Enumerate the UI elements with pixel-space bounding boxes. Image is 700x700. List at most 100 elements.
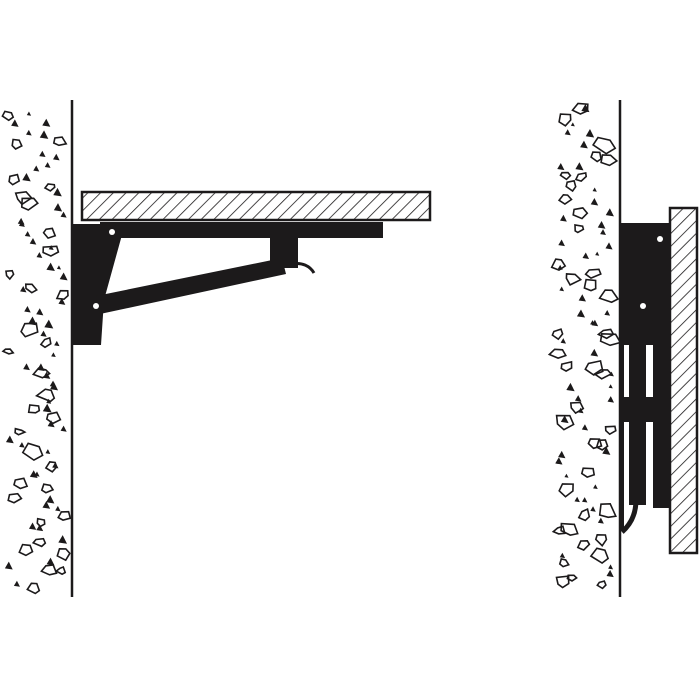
aggregate-stone	[55, 289, 69, 301]
aggregate-chip	[17, 217, 25, 225]
aggregate-chip	[46, 262, 55, 272]
aggregate-chip	[575, 162, 584, 171]
aggregate-chip	[48, 245, 54, 251]
aggregate-chip	[55, 505, 61, 512]
aggregate-chip	[20, 285, 27, 293]
aggregate-chip	[60, 425, 67, 432]
aggregate-stone	[57, 510, 72, 521]
aggregate-chip	[33, 165, 40, 172]
aggregate-chip	[50, 382, 59, 391]
aggregate-stone	[587, 438, 603, 450]
aggregate-chip	[47, 420, 55, 428]
aggregate-chip	[590, 320, 596, 326]
aggregate-chip	[605, 208, 614, 217]
rivet	[109, 229, 115, 235]
aggregate-stone	[595, 439, 609, 451]
aggregate-stone	[14, 427, 27, 436]
aggregate-chip	[600, 229, 606, 236]
aggregate-stone	[52, 136, 68, 147]
aggregate-chip	[560, 214, 567, 222]
aggregate-stone	[580, 467, 596, 478]
aggregate-chip	[574, 496, 580, 503]
diagonal-strut	[96, 258, 286, 314]
aggregate-chip	[595, 251, 600, 256]
aggregate-stone	[584, 268, 602, 280]
aggregate-stone	[560, 360, 573, 373]
aggregate-chip	[605, 242, 613, 250]
aggregate-chip	[590, 506, 596, 512]
support-block	[620, 397, 670, 422]
aggregate-stone	[577, 507, 591, 522]
aggregate-stone	[558, 483, 574, 498]
aggregate-chip	[56, 265, 62, 270]
aggregate-stone	[574, 172, 588, 182]
aggregate-stone	[604, 425, 617, 436]
aggregate-stone	[39, 336, 52, 349]
aggregate-stone	[565, 179, 577, 193]
aggregate-chip	[44, 319, 54, 329]
aggregate-stone	[558, 113, 572, 127]
aggregate-chip	[570, 122, 575, 127]
aggregate-chip	[564, 473, 569, 478]
folded-bracket-view	[547, 100, 699, 597]
aggregate-stone	[7, 492, 23, 504]
aggregate-stone	[20, 197, 39, 211]
aggregate-chip	[36, 524, 44, 532]
aggregate-stone	[565, 273, 583, 286]
aggregate-chip	[558, 450, 566, 459]
aggregate-stone	[555, 414, 575, 431]
aggregate-chip	[58, 297, 66, 305]
aggregate-chip	[602, 446, 611, 455]
aggregate-chip	[604, 310, 611, 316]
aggregate-stone	[11, 138, 23, 150]
aggregate-chip	[34, 471, 40, 477]
aggregate-stone	[574, 224, 585, 234]
aggregate-chip	[608, 564, 614, 570]
aggregate-stone	[598, 502, 617, 519]
aggregate-chip	[5, 435, 14, 444]
aggregate-chip	[46, 557, 55, 566]
aggregate-stone	[56, 547, 71, 562]
aggregate-stone	[44, 461, 58, 473]
aggregate-chip	[58, 535, 68, 544]
aggregate-stone	[26, 582, 41, 595]
aggregate-stone	[550, 258, 567, 271]
aggregate-chip	[24, 231, 31, 237]
aggregate-stone	[21, 442, 44, 462]
aggregate-stone	[27, 404, 41, 414]
aggregate-chip	[42, 403, 52, 413]
aggregate-stone	[600, 154, 619, 167]
rivet	[640, 303, 646, 309]
aggregate-stone	[18, 543, 34, 557]
aggregate-stone	[24, 283, 38, 294]
aggregate-stone	[5, 269, 15, 281]
aggregate-stone	[599, 332, 622, 347]
aggregate-chip	[577, 407, 584, 414]
aggregate-chip	[19, 442, 25, 448]
aggregate-chip	[582, 497, 588, 503]
aggregate-chip	[13, 580, 20, 587]
aggregate-chip	[581, 424, 589, 431]
aggregate-stone	[558, 558, 570, 568]
aggregate-chip	[42, 501, 51, 509]
aggregate-stone	[598, 289, 620, 304]
aggregate-stone	[54, 565, 67, 576]
aggregate-chip	[559, 552, 566, 559]
aggregate-stone	[551, 328, 564, 341]
release-lever	[620, 499, 639, 534]
aggregate-stone	[569, 401, 585, 415]
aggregate-chip	[607, 396, 615, 403]
lever-tip	[646, 300, 653, 340]
aggregate-chip	[557, 162, 565, 171]
aggregate-stone	[1, 110, 15, 122]
aggregate-stone	[584, 359, 604, 376]
aggregate-chip	[609, 371, 614, 377]
shelf-board	[80, 190, 432, 222]
aggregate-chip	[576, 309, 586, 318]
unfolded-bracket-view	[1, 100, 432, 597]
aggregate-stone	[31, 537, 47, 548]
rivet	[657, 236, 663, 242]
aggregate-chip	[43, 371, 51, 379]
aggregate-chip	[578, 294, 586, 302]
